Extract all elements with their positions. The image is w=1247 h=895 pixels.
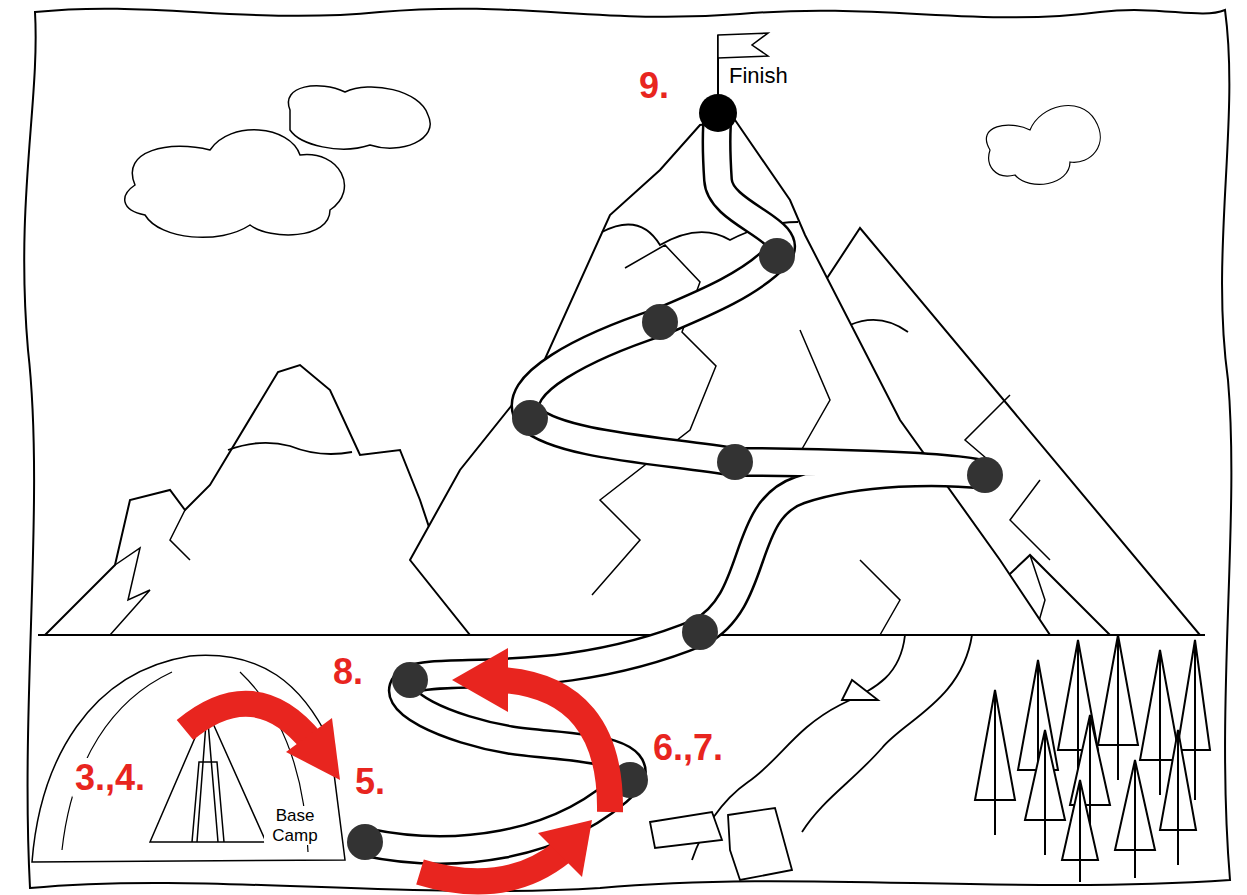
red-arrow [420,852,562,881]
arrow-head [452,648,508,712]
arrow-head [286,718,340,780]
callout-number: 6.,7. [650,728,726,768]
trail-stop [392,662,428,698]
rock [650,812,722,848]
trail-stop [682,614,718,650]
trail [365,113,985,850]
tree [1098,635,1138,780]
callout-number: 3.,4. [72,758,148,798]
forest [975,635,1210,882]
callout-number: 9. [636,66,672,106]
finish-label: Finish [726,64,791,88]
trail-stop [347,824,383,860]
cloud [125,130,345,237]
trail-stop [759,238,795,274]
tree [975,690,1015,835]
tree [1115,760,1155,878]
trail-stop [642,304,678,340]
horizon-line [38,634,1205,636]
tree [1062,780,1098,882]
tree [1160,730,1196,865]
cloud [986,106,1100,185]
tree [1025,730,1065,855]
wavy-frame [24,9,1231,891]
rock-outline [110,510,190,635]
snow-line [228,443,352,454]
rock [842,680,878,700]
rock [728,808,792,880]
trail-surface [365,113,985,850]
trail-outline [365,113,985,850]
flag [718,33,768,58]
trail-stop [512,400,548,436]
red-arrow [502,680,610,812]
river-bank [802,635,972,832]
red-arrows [185,648,610,881]
trail-stops [347,238,1003,860]
place-label: Base Camp [264,806,326,845]
finish-stop [699,94,737,132]
trail-stop [967,457,1003,493]
teepee [150,710,266,842]
cloud [288,86,430,149]
callout-number: 8. [330,652,366,692]
callout-number: 5. [352,762,388,802]
red-arrow [185,704,312,742]
tent-dome [32,655,345,862]
trail-stop [717,444,753,480]
arrow-head [538,820,592,877]
